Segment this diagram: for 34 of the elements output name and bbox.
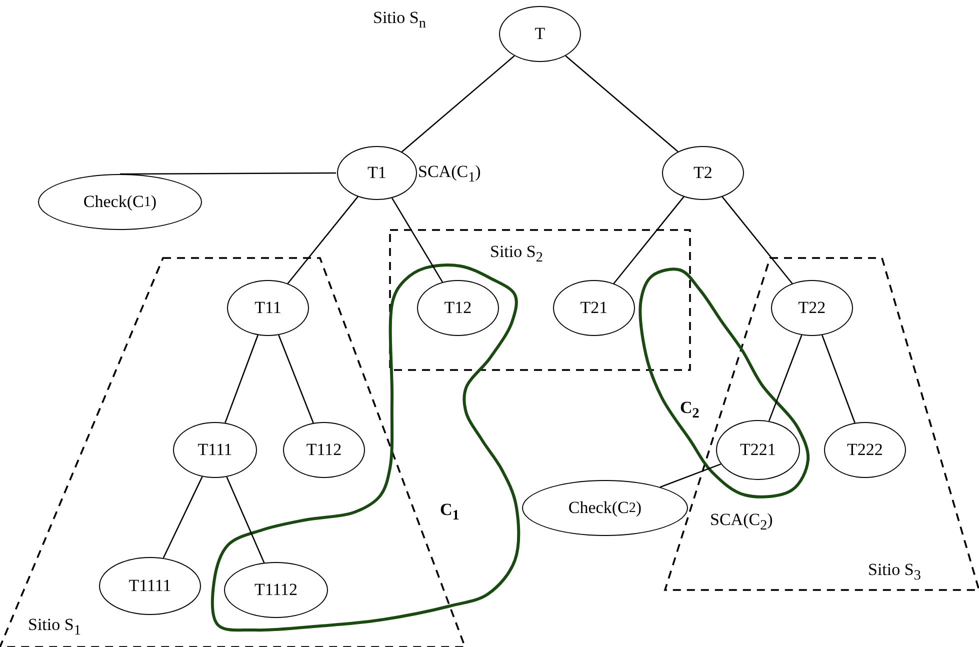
tree-edge xyxy=(660,463,722,488)
site-label: Sitio S$_{3}$ xyxy=(868,560,921,584)
task-ellipse: T221 xyxy=(716,420,800,480)
tree-edge xyxy=(278,334,314,424)
tree-edge xyxy=(120,172,336,175)
tree-edge xyxy=(565,55,678,152)
site-label: Sitio S$_{1}$ xyxy=(28,615,81,640)
tree-edge xyxy=(224,334,258,424)
cluster-label: C$_{2}$ xyxy=(680,398,700,422)
tree-edge xyxy=(226,476,265,563)
task-ellipse: T222 xyxy=(824,422,906,478)
tree-edge xyxy=(613,196,684,284)
task-ellipse: T1112 xyxy=(224,562,328,618)
task-ellipse: T22 xyxy=(771,280,853,336)
node-annotation: SCA(C$_{2}$) xyxy=(710,510,773,534)
node-annotation: SCA(C$_{1}$) xyxy=(418,162,481,186)
task-ellipse: T1 xyxy=(337,146,417,200)
task-ellipse: T11 xyxy=(227,280,309,336)
cluster-label: Sitio S$_{n}$ xyxy=(373,8,426,32)
task-ellipse: T2 xyxy=(662,146,744,200)
task-ellipse: T112 xyxy=(283,422,365,478)
tree-edge xyxy=(722,196,793,284)
task-ellipse: T111 xyxy=(173,422,257,478)
cluster-label: C$_{1}$ xyxy=(440,500,460,524)
tree-edge xyxy=(768,334,802,422)
task-ellipse: T12 xyxy=(417,280,499,336)
task-ellipse: T1111 xyxy=(99,557,201,615)
tree-edge xyxy=(401,55,515,152)
tree-edge xyxy=(287,196,358,284)
site-label: Sitio S$_{2}$ xyxy=(490,242,543,266)
tree-edge xyxy=(162,476,203,558)
tree-edge xyxy=(822,334,856,424)
task-ellipse: T xyxy=(499,6,581,62)
task-ellipse: T21 xyxy=(553,280,635,336)
